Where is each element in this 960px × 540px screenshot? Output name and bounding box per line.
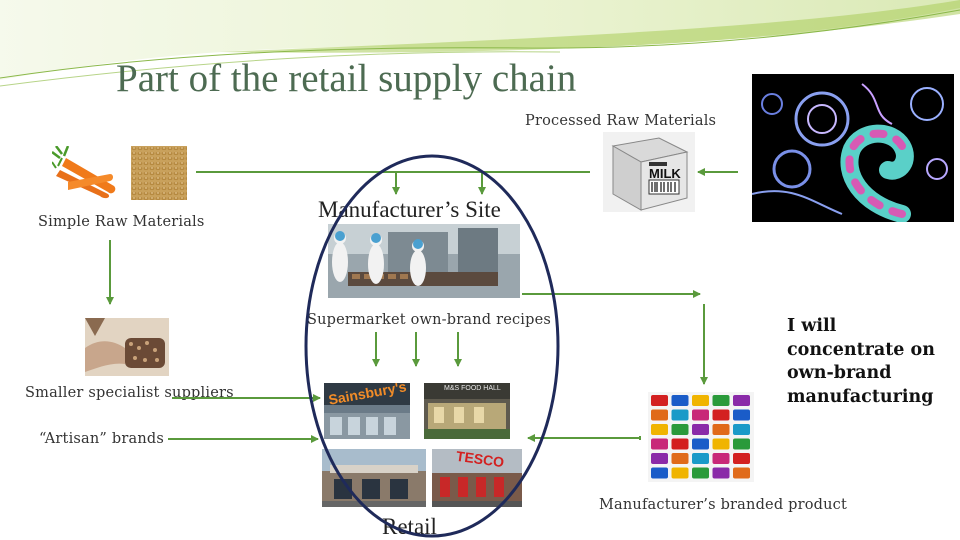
label-manufacturers-branded-product: Manufacturer’s branded product (599, 497, 848, 513)
product-tile (733, 409, 750, 421)
product-tile (692, 467, 709, 479)
product-tile (671, 467, 689, 479)
label-artisan-brands: “Artisan” brands (39, 431, 164, 447)
product-tile (671, 453, 689, 464)
branded-products-image (648, 392, 754, 482)
product-tile (712, 453, 730, 464)
product-tile (733, 395, 750, 406)
product-tile (733, 438, 750, 450)
grain-image (131, 146, 187, 200)
product-tile (671, 438, 689, 450)
own-brand-ellipse (304, 154, 560, 538)
ms-sign-text: M&S FOOD HALL (444, 385, 501, 392)
product-tile (651, 424, 668, 435)
note-line-2: concentrate on (787, 339, 935, 360)
label-processed-raw-materials: Processed Raw Materials (525, 113, 717, 129)
product-tile (692, 409, 709, 421)
product-tile (671, 409, 689, 421)
note-line-4: manufacturing (787, 386, 934, 407)
artisan-image (85, 318, 169, 376)
note-line-3: own-brand (787, 363, 892, 383)
product-tile (671, 395, 689, 406)
milk-box-text: MILK (649, 166, 681, 181)
product-tile (651, 395, 668, 406)
sainsburys-store-image: Sainsbury's (324, 383, 410, 439)
product-tile (692, 438, 709, 450)
label-simple-raw-materials: Simple Raw Materials (38, 214, 205, 230)
product-tile (733, 453, 750, 464)
product-tile (651, 409, 668, 421)
product-tile (651, 438, 668, 450)
fractal-image (752, 74, 954, 222)
arrow-branded-to-retail (528, 436, 641, 440)
slide-title: Part of the retail supply chain (116, 57, 577, 100)
product-tile (671, 424, 689, 435)
product-tile (712, 409, 730, 421)
milk-box-image: MILK (603, 132, 695, 212)
note-text: I will concentrate on own-brand manufact… (787, 315, 935, 409)
factory-image (328, 224, 520, 298)
product-tile (712, 424, 730, 435)
product-tile (692, 424, 709, 435)
product-tile (712, 395, 730, 406)
tesco-store-image: TESCO (432, 449, 522, 507)
product-tile (712, 467, 730, 479)
product-tile (712, 438, 730, 450)
ms-store-image: M&S FOOD HALL (424, 383, 510, 439)
product-tile (733, 424, 750, 435)
product-tile (692, 395, 709, 406)
product-tile (651, 453, 668, 464)
product-tile (651, 467, 668, 479)
header-wave-decoration (0, 0, 960, 87)
product-tile (692, 453, 709, 464)
note-line-1: I will (787, 316, 837, 336)
carrots-image (52, 146, 124, 200)
label-supermarket-recipes: Supermarket own-brand recipes (307, 312, 552, 328)
product-tile (733, 467, 750, 479)
label-manufacturers-site: Manufacturer’s Site (318, 197, 501, 222)
